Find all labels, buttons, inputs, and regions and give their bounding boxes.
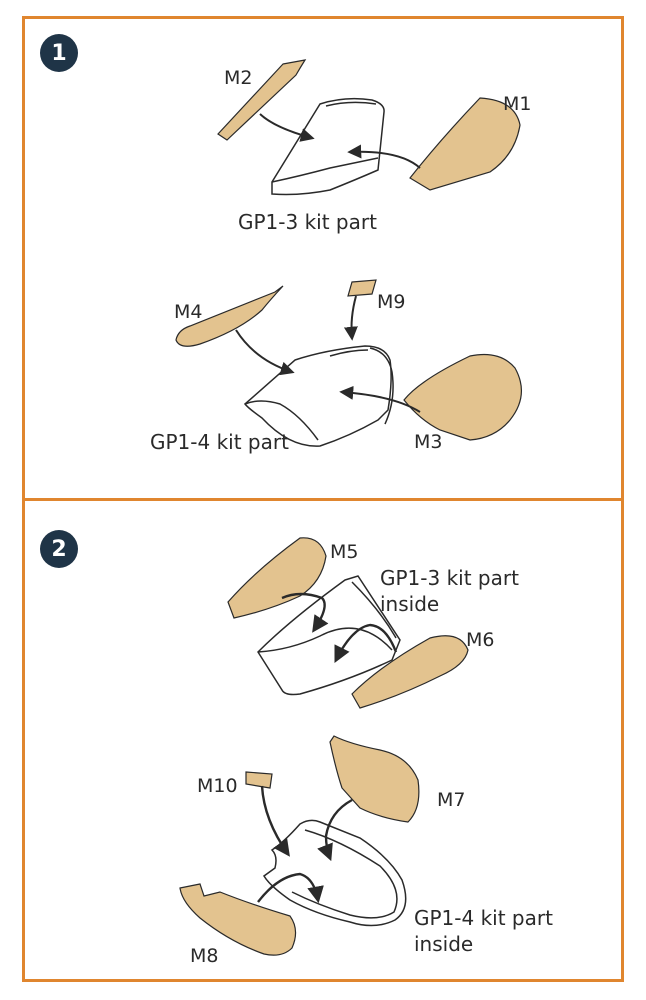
label-m5: M5 [330,541,359,563]
arrow-m5 [281,592,329,633]
label-m9: M9 [377,291,406,313]
label-m1: M1 [503,93,532,115]
gp1-4-kit-part-step2 [263,819,407,927]
label-gp1-4-inside: inside [414,932,474,956]
mask-m9 [347,279,377,297]
label-gp1-3-kit-part-inside: GP1-3 kit part [380,566,519,590]
label-m7: M7 [437,789,466,811]
arrow-m3 [339,385,421,413]
mask-m1 [409,97,521,191]
label-gp1-4-kit-part-inside: GP1-4 kit part [414,906,553,930]
arrow-m4 [235,329,295,376]
arrow-m2 [259,113,315,142]
gp1-4-kit-part-step1 [243,345,394,447]
gp1-3-kit-part-step1 [271,97,385,196]
arrow-m8 [257,872,324,904]
label-gp1-3-kit-part: GP1-3 kit part [238,210,377,234]
step-divider [22,498,624,501]
label-gp1-3-inside: inside [380,592,440,616]
mask-m7 [329,735,420,823]
label-m3: M3 [414,431,443,453]
mask-m5 [227,537,327,619]
mask-m6 [351,635,469,709]
arrow-m9 [343,295,358,341]
mask-m2 [217,59,307,141]
label-m4: M4 [174,301,203,323]
label-gp1-4-kit-part: GP1-4 kit part [150,430,289,454]
mask-m8 [179,883,297,956]
label-m2: M2 [224,67,253,89]
label-m10: M10 [197,775,238,797]
mask-m3 [403,353,522,441]
label-m6: M6 [466,629,495,651]
step-1-badge: 1 [40,34,78,72]
mask-m4 [175,285,284,347]
arrow-m10 [260,785,290,857]
arrow-m1 [347,144,421,169]
arrow-m7 [317,798,353,862]
arrow-m6 [334,623,398,664]
gp1-3-kit-part-step2 [257,575,401,696]
mask-m10 [245,771,273,789]
step-2-badge: 2 [40,530,78,568]
label-m8: M8 [190,945,219,967]
